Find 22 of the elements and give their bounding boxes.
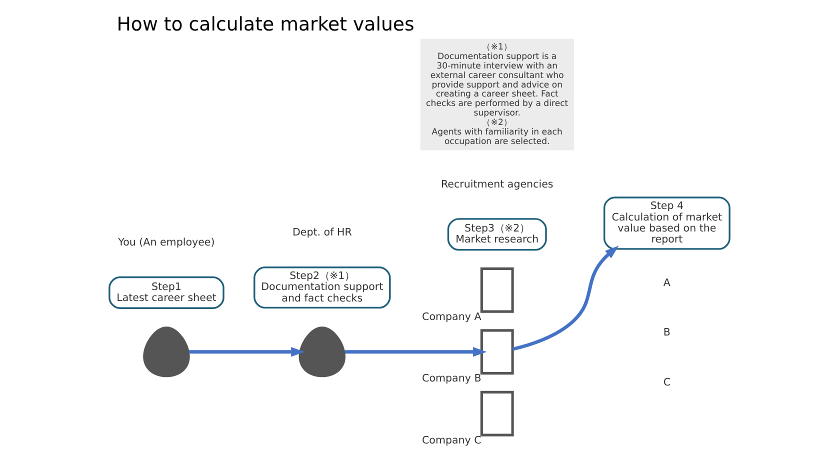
label: Recruitment agencies: [440, 178, 553, 190]
node-box: [480, 390, 514, 436]
node-label: Company A: [422, 310, 481, 323]
arrow: [344, 347, 486, 357]
label: You (An employee): [118, 236, 214, 249]
node-box: Step 4 Calculation of market value based on the report: [602, 196, 730, 250]
arrow: [188, 347, 304, 357]
node-person: [298, 326, 345, 378]
node-label: Company C: [421, 434, 481, 446]
node-box: [480, 267, 514, 313]
label: Dept. of HR: [292, 226, 352, 238]
node-person: [142, 326, 190, 378]
label: A: [662, 276, 670, 289]
node-label: Company B: [422, 372, 481, 385]
node-box: Step2（※1） Documentation support and fact checks: [253, 266, 390, 309]
label: B: [662, 326, 670, 339]
node-box: Step1 Latest career sheet: [108, 276, 224, 309]
arrow: [512, 246, 618, 351]
label: C: [662, 376, 670, 388]
node-box: [480, 329, 514, 375]
node-box: Step3（※2） Market research: [446, 218, 546, 251]
diagram-title: How to calculate market values: [116, 13, 414, 36]
